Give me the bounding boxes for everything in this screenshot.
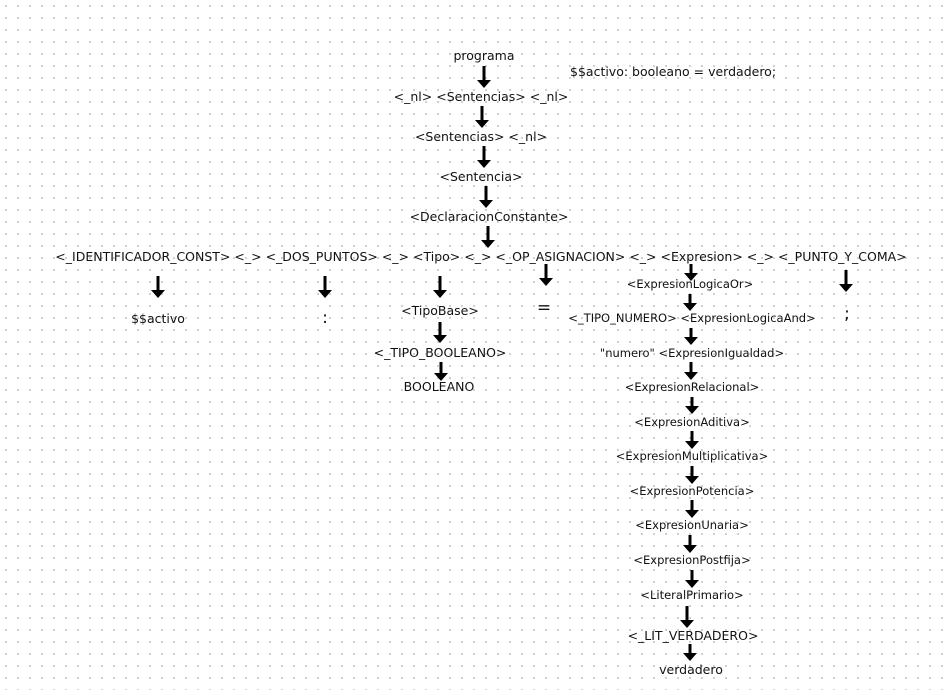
node-declaracion-constante: <DeclaracionConstante> [409,209,569,224]
edge-aditiva-to-multiplicativa [685,431,699,449]
edge-unaria-to-postfija [683,535,697,553]
edge-programa-to-root_seq [477,66,491,88]
edge-tipo_booleano-to-booleano [434,362,448,381]
edge-tipo_base-to-tipo_booleano [433,322,447,343]
arrow-head-icon [685,510,699,518]
node-expresion-postfija: <ExpresionPostfija> [633,553,751,567]
node-programa: programa [453,48,515,63]
edge-multiplicativa-to-potencia [685,466,699,484]
edge-relacional-to-aditiva [685,397,699,414]
arrow-head-icon [477,80,491,88]
arrow-head-icon [477,160,491,168]
edge-decl_seq-to-expr_or [684,264,698,281]
edge-sentencia-to-declaracion [479,186,493,208]
node-tipo-numero-sequence: <_TIPO_NUMERO> <ExpresionLogicaAnd> [568,311,816,325]
edge-lit_verdadero-to-verdadero [683,644,697,661]
node-semicolon: ; [844,304,850,324]
edge-decl_seq-to-tipo_base [433,276,447,298]
arrow-head-icon [839,284,853,292]
node-expresion-potencia: <ExpresionPotencia> [629,484,755,498]
edge-decl_seq-to-semicolon [839,270,853,292]
edge-decl_seq-to-colon [318,276,332,298]
edge-sentencias-to-sentencia [477,146,491,168]
node-sentencias: <Sentencias> <_nl> [414,129,548,144]
node-expresion-logica-or: <ExpresionLogicaOr> [626,277,754,291]
arrow-head-icon [683,653,697,661]
arrow-head-icon [434,373,448,381]
node-colon: : [322,308,328,328]
node-expresion-unaria: <ExpresionUnaria> [635,518,749,532]
arrow-head-icon [685,406,699,414]
arrow-head-icon [685,580,699,588]
edge-literal-to-lit_verdadero [680,606,694,628]
node-numero-sequence: "numero" <ExpresionIgualdad> [599,346,785,360]
node-tipo-booleano: <_TIPO_BOOLEANO> [373,345,507,360]
edge-numero_seq-to-relacional [684,362,698,380]
arrow-head-icon [685,476,699,484]
node-sentencia: <Sentencia> [439,169,523,184]
arrow-head-icon [433,335,447,343]
node-declaration-sequence: <_IDENTIFICADOR_CONST> <_> <_DOS_PUNTOS>… [55,249,907,264]
node-lit-verdadero: <_LIT_VERDADERO> [627,628,759,643]
arrow-head-icon [684,273,698,281]
arrow-head-icon [475,120,489,128]
edge-potencia-to-unaria [685,500,699,518]
arrow-head-icon [683,303,697,311]
node-tipo-base: <TipoBase> [401,303,479,318]
arrow-head-icon [151,290,165,298]
node-root-sequence: <_nl> <Sentencias> <_nl> [393,89,569,104]
arrow-head-icon [683,545,697,553]
node-verdadero: verdadero [659,662,723,677]
node-expresion-relacional: <ExpresionRelacional> [624,380,760,394]
edge-root_seq-to-sentencias [475,106,489,128]
node-expresion-multiplicativa: <ExpresionMultiplicativa> [615,449,769,463]
arrow-head-icon [684,372,698,380]
edge-expr_or-to-tipo_numero_seq [683,294,697,311]
node-booleano: BOOLEANO [403,379,475,394]
node-expresion-aditiva: <ExpresionAditiva> [634,415,750,429]
edge-tipo_numero_seq-to-numero_seq [684,328,698,345]
edge-postfija-to-literal [685,570,699,588]
arrow-head-icon [481,240,495,248]
source-code-annotation: $$activo: booleano = verdadero; [570,64,777,79]
arrow-head-icon [318,290,332,298]
node-literal-primario: <LiteralPrimario> [640,588,744,602]
arrow-head-icon [685,441,699,449]
edge-decl_seq-to-equals [539,264,553,286]
arrow-head-icon [680,620,694,628]
arrow-head-icon [539,278,553,286]
arrow-head-icon [433,290,447,298]
edge-decl_seq-to-id_value [151,276,165,298]
node-identifier-value: $$activo [131,311,185,326]
node-equals: = [536,298,552,318]
arrow-head-icon [479,200,493,208]
edge-declaracion-to-decl_seq [481,226,495,248]
arrow-head-icon [684,337,698,345]
